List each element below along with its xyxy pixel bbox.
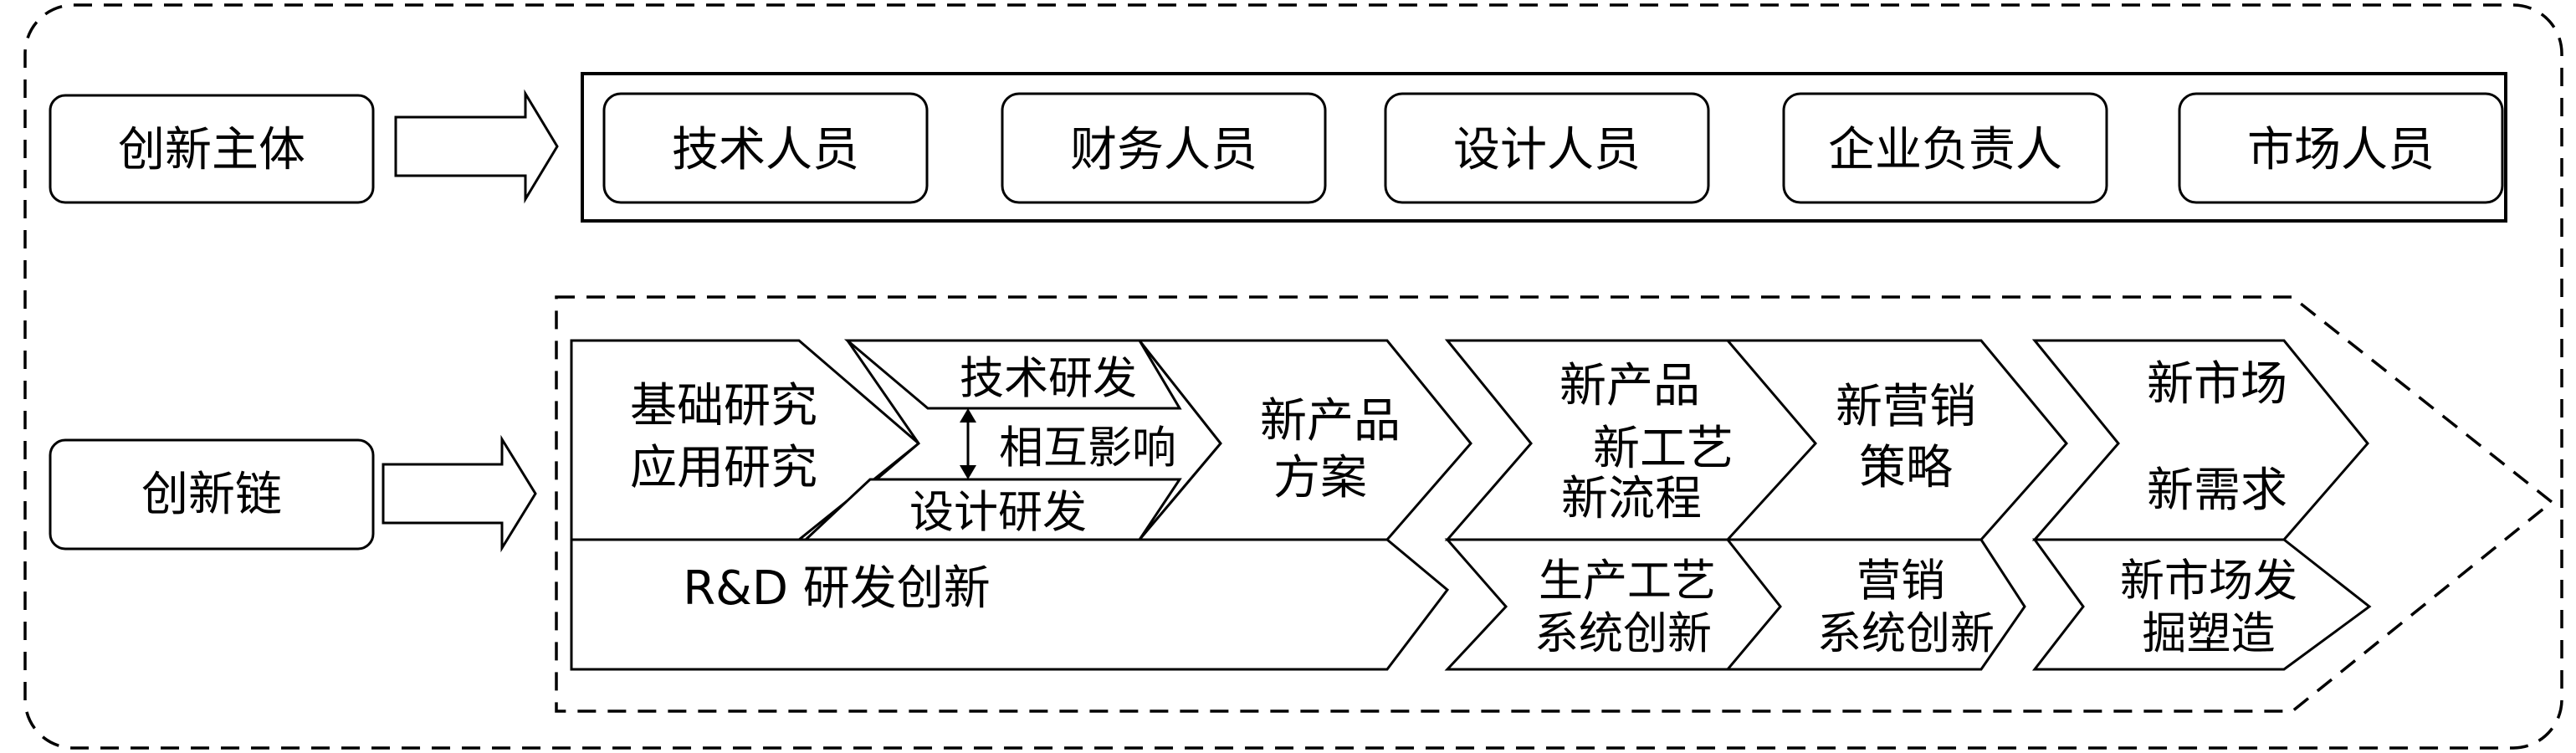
- subject-members-frame: [581, 72, 2507, 223]
- member-manager: 企业负责人: [1782, 92, 2108, 204]
- basic-research-line1: 基础研究: [630, 379, 817, 433]
- interact-arrow: [960, 408, 976, 479]
- member-design-label: 设计人员: [1453, 123, 1641, 177]
- member-finance: 财务人员: [1001, 92, 1327, 204]
- marketing-strategy-line2: 策略: [1859, 441, 1953, 495]
- product-plan-line1: 新产品: [1260, 394, 1401, 448]
- chevron-market-development: [2031, 538, 2372, 671]
- chain-label-box: [49, 438, 375, 551]
- member-marketing: 市场人员: [2178, 92, 2504, 204]
- marketing-innovation-line2: 系统创新: [1817, 608, 1995, 659]
- new-market-line1: 新市场: [2147, 357, 2287, 412]
- member-technical-label: 技术人员: [672, 123, 859, 177]
- member-manager-label: 企业负责人: [1828, 123, 2062, 177]
- rd-innovation-arrow: [570, 538, 1450, 671]
- chevron-marketing-innovation: [1724, 538, 2026, 671]
- new-things-line3: 新流程: [1561, 472, 1702, 526]
- interact-label: 相互影响: [999, 423, 1176, 474]
- member-technical: 技术人员: [602, 92, 929, 204]
- basic-research-line2: 应用研究: [630, 441, 817, 495]
- new-things-line2: 新工艺: [1593, 422, 1734, 476]
- process-innovation-line1: 生产工艺: [1539, 556, 1716, 607]
- chain-dashed-container: [555, 295, 2554, 713]
- design-rd-label: 设计研发: [909, 487, 1087, 538]
- process-innovation-line2: 系统创新: [1534, 608, 1712, 659]
- chain-arrow: [382, 434, 537, 553]
- marketing-innovation-line1: 营销: [1856, 556, 1945, 607]
- new-things-line1: 新产品: [1559, 359, 1700, 413]
- marketing-strategy-line1: 新营销: [1836, 380, 1976, 434]
- subject-label: 创新主体: [118, 123, 305, 177]
- market-development-line1: 新市场发: [2120, 556, 2297, 607]
- outer-frame: [23, 3, 2563, 750]
- subject-label-box: [49, 94, 375, 204]
- rd-innovation-label: R&D 研发创新: [683, 561, 991, 616]
- product-plan-line2: 方案: [1273, 451, 1367, 505]
- tech-rd-label: 技术研发: [960, 353, 1137, 404]
- new-market-line2: 新需求: [2147, 464, 2287, 518]
- chain-label: 创新链: [141, 468, 282, 522]
- member-finance-label: 财务人员: [1070, 123, 1257, 177]
- tech-rd-wedge: [843, 339, 1182, 410]
- member-design: 设计人员: [1384, 92, 1710, 204]
- market-development-line2: 掘塑造: [2143, 608, 2276, 659]
- member-marketing-label: 市场人员: [2247, 123, 2435, 177]
- subject-arrow: [394, 89, 559, 204]
